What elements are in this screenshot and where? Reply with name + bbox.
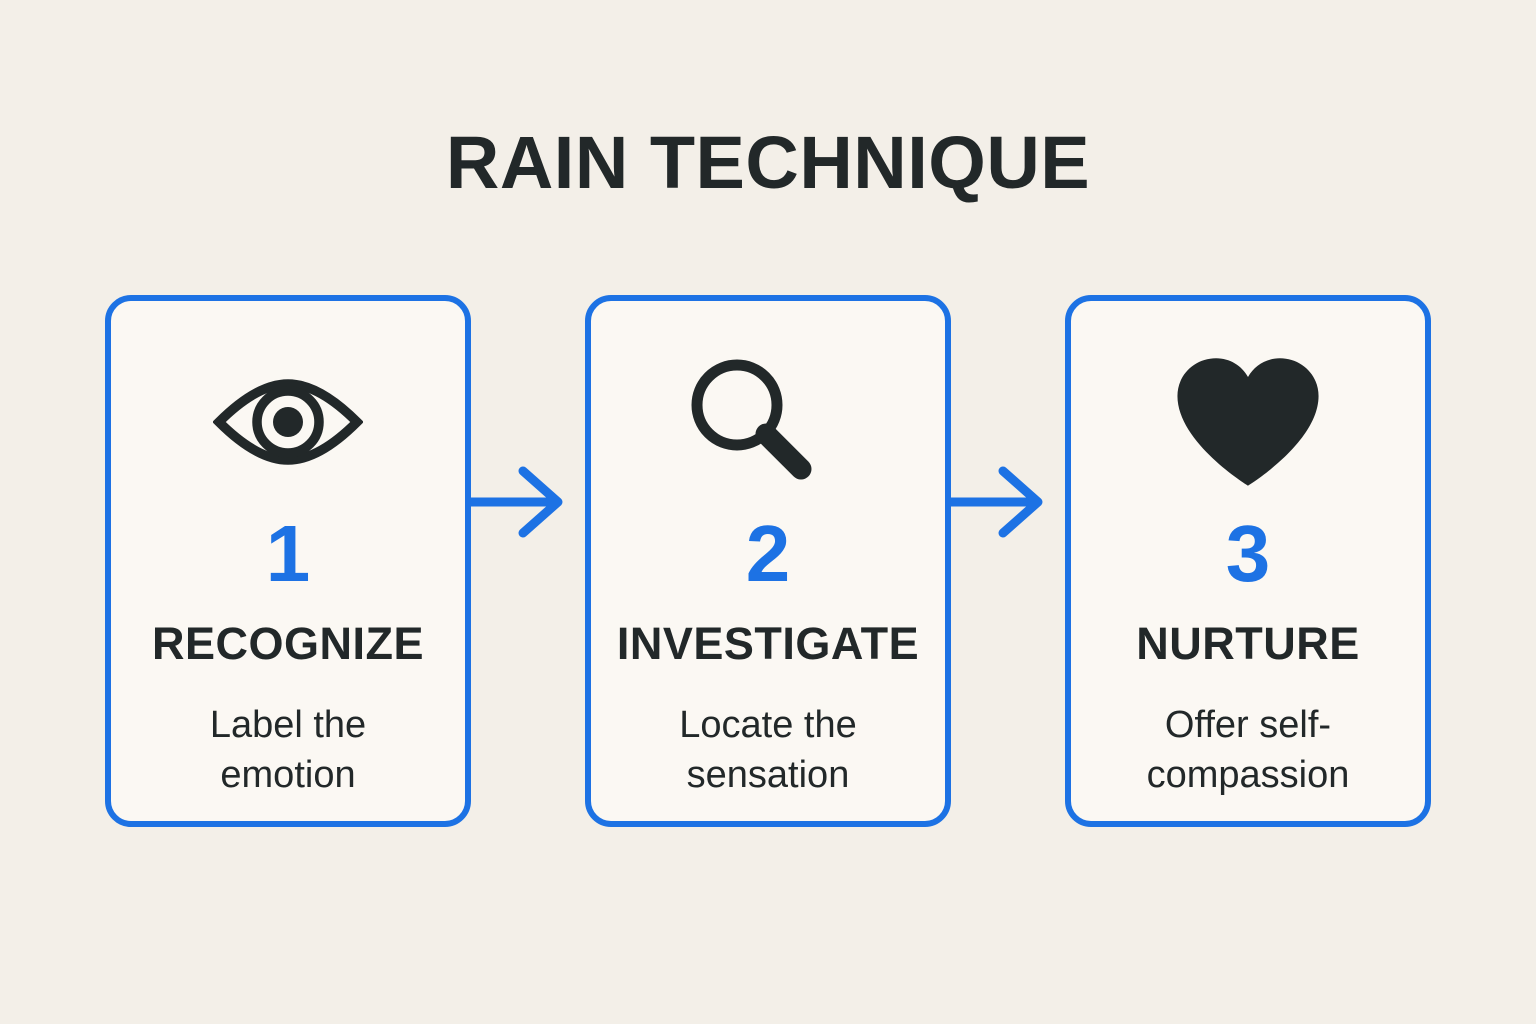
step-number: 2	[745, 509, 791, 598]
step-subtitle-line2: compassion	[1146, 754, 1350, 796]
step-subtitle: Locate the sensation	[679, 700, 856, 800]
steps-row: 1 RECOGNIZE Label the emotion 2 INVESTIG…	[105, 295, 1431, 827]
step-subtitle: Label the emotion	[210, 700, 366, 800]
step-title: RECOGNIZE	[151, 618, 425, 669]
step-card-investigate: 2 INVESTIGATE Locate the sensation	[585, 295, 951, 827]
step-subtitle-line2: sensation	[686, 754, 850, 796]
magnifier-icon	[679, 349, 829, 494]
step-title: INVESTIGATE	[616, 618, 920, 669]
step-subtitle: Offer self- compassion	[1147, 700, 1350, 800]
step-subtitle-line1: Offer self-	[1164, 704, 1332, 746]
step-card-recognize: 1 RECOGNIZE Label the emotion	[105, 295, 471, 827]
eye-icon	[213, 349, 363, 494]
arrow-right-icon	[951, 466, 1043, 538]
step-subtitle-line1: Label the	[209, 704, 367, 746]
heart-icon	[1175, 349, 1321, 494]
step-number: 3	[1225, 509, 1271, 598]
arrow-right-icon	[471, 466, 563, 538]
step-number: 1	[265, 509, 311, 598]
step-card-nurture: 3 NURTURE Offer self- compassion	[1065, 295, 1431, 827]
step-subtitle-line2: emotion	[220, 754, 356, 796]
step-title: NURTURE	[1136, 618, 1360, 669]
step-subtitle-line1: Locate the	[679, 704, 857, 746]
page-title: RAIN TECHNIQUE	[445, 121, 1091, 204]
